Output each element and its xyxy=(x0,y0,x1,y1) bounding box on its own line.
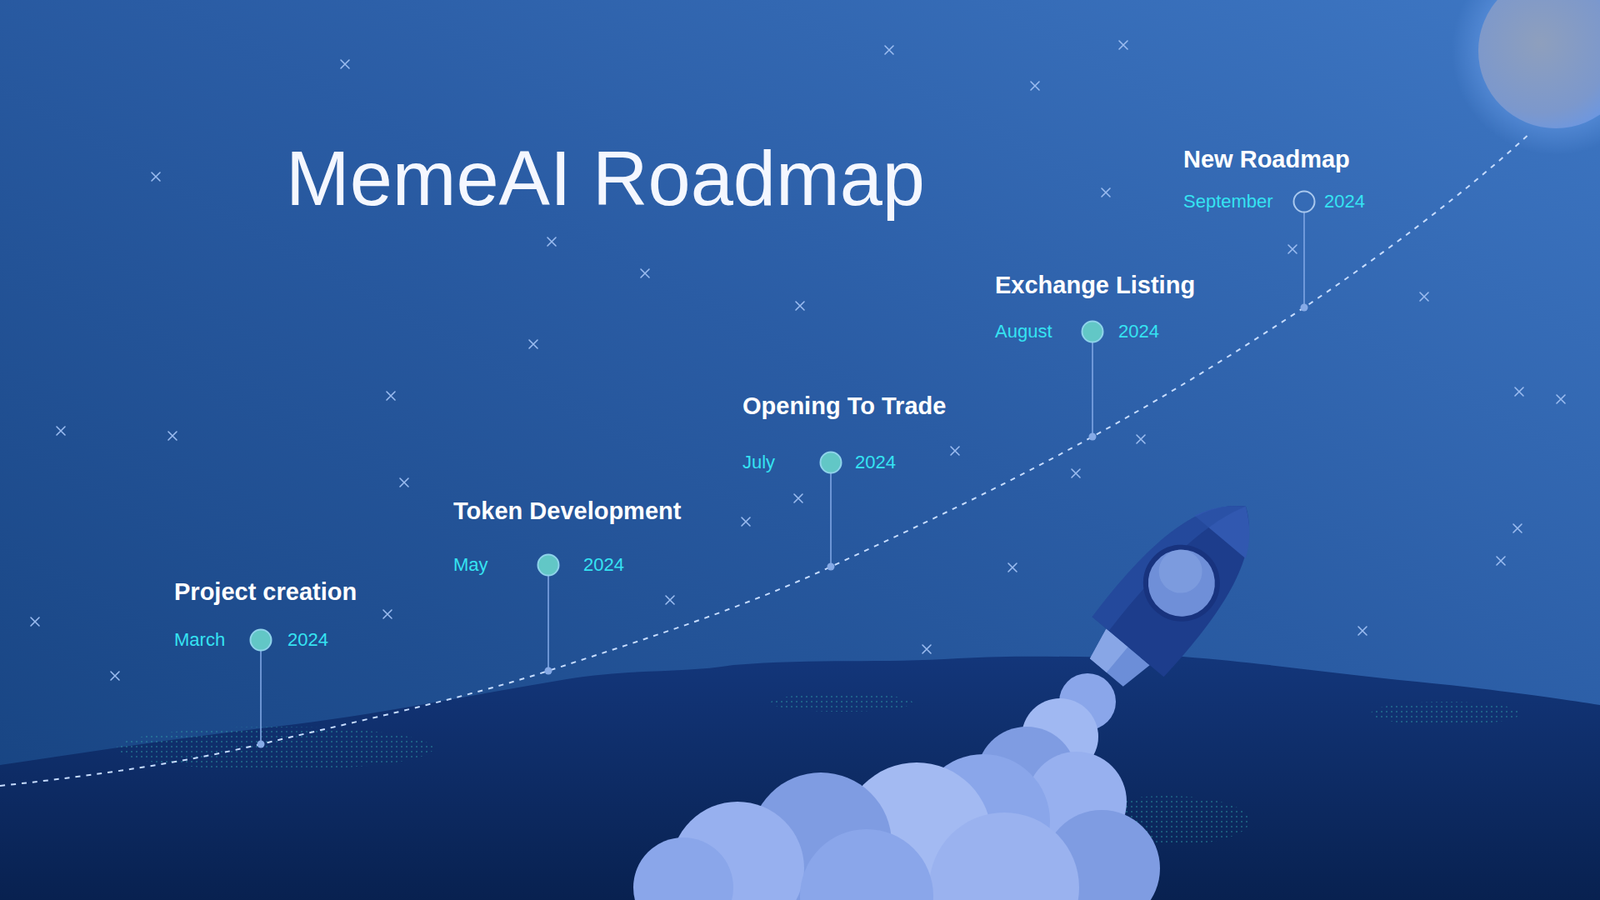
milestone-month: March xyxy=(174,629,225,651)
moon-glow xyxy=(1451,0,1600,155)
milestone-node: New RoadmapSeptember 2024 xyxy=(1183,144,1367,215)
milestone-node: Exchange ListingAugust 2024 xyxy=(995,270,1198,345)
milestone-year: 2024 xyxy=(1118,320,1160,343)
milestone-node: Opening To TradeJuly 2024 xyxy=(742,390,949,475)
stars xyxy=(30,40,1565,680)
milestone-month: August xyxy=(995,320,1053,343)
milestone-month: July xyxy=(742,451,775,474)
milestone-dots xyxy=(250,191,1315,651)
milestone-year: 2024 xyxy=(1324,190,1365,213)
diagram-title: MemeAI Roadmap xyxy=(285,140,925,217)
milestone-heading: Project creation xyxy=(174,576,357,607)
rocket xyxy=(1070,475,1283,704)
milestone-heading: Exchange Listing xyxy=(995,270,1195,300)
moon xyxy=(1478,0,1600,129)
leader-lines xyxy=(257,212,1309,749)
milestone-node: Project creationMarch 2024 xyxy=(174,576,360,653)
milestone-month: May xyxy=(453,554,489,576)
milestone-heading: New Roadmap xyxy=(1183,144,1350,175)
exhaust-smoke xyxy=(633,673,1160,900)
milestone-node: Token DevelopmentMay 2024 xyxy=(453,495,684,578)
milestone-heading: Opening To Trade xyxy=(742,390,946,421)
milestone-year: 2024 xyxy=(855,451,896,474)
milestone-year: 2024 xyxy=(287,629,329,651)
trajectory-dashed xyxy=(0,132,1531,786)
milestone-month: September xyxy=(1183,190,1274,213)
milestone-year: 2024 xyxy=(583,554,625,576)
milestone-heading: Token Development xyxy=(453,495,681,526)
